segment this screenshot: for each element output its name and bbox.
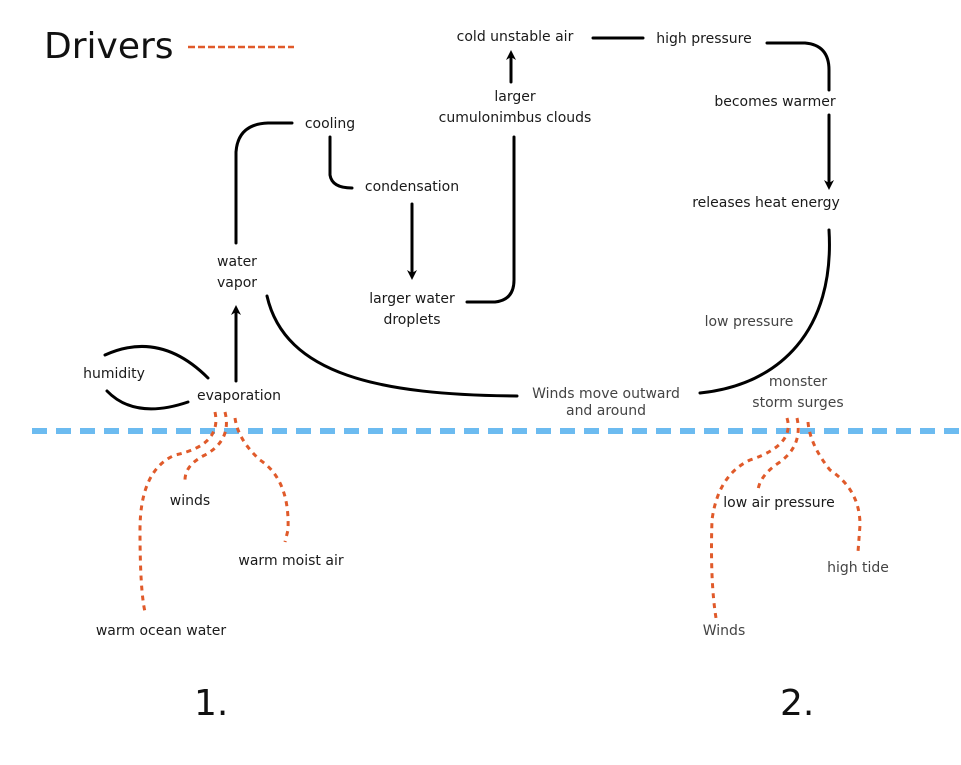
node-becomes-warmer: becomes warmer: [714, 94, 836, 110]
node-humidity: humidity: [83, 366, 145, 382]
node-releases-heat-energy: releases heat energy: [692, 195, 840, 211]
node-larger-water-droplets-line1: larger water: [369, 291, 455, 307]
node-cooling: cooling: [304, 116, 356, 132]
node-larger-cumulonimbus-clouds-line1: larger: [494, 89, 536, 105]
edge-winds-to-vapor: [265, 294, 519, 398]
driver-label-warm-ocean-water: warm ocean water: [95, 623, 227, 639]
node-monster-storm-surges-line2: storm surges: [752, 395, 844, 411]
driver-line-winds-1: [183, 411, 228, 481]
edge-droplets-to-clouds: [465, 135, 516, 304]
node-evaporation: evaporation: [196, 388, 282, 404]
edge-cooling-to-condensation: [328, 135, 354, 190]
driver-label-winds: winds: [169, 493, 211, 509]
edge-humidity-bottom: [105, 389, 190, 411]
node-condensation: condensation: [364, 179, 460, 195]
driver-label-warm-moist-air: warm moist air: [238, 553, 344, 569]
node-low-pressure: low pressure: [704, 314, 794, 330]
node-winds-move-outward-line1: Winds move outward: [532, 386, 680, 402]
node-winds-move-outward-line2: and around: [565, 403, 646, 419]
edge-heat-to-winds: [698, 228, 831, 395]
driver-line-high-tide: [806, 421, 862, 553]
node-water-vapor: water vapor: [217, 252, 257, 294]
edge-vapor-to-cooling: [234, 121, 294, 245]
group-number-2: 2.: [780, 683, 815, 724]
edge-high-pressure-to-warmer: [765, 41, 831, 92]
node-monster-storm-surges: monster storm surges: [752, 372, 843, 414]
legend-drivers-title: Drivers: [44, 26, 174, 67]
node-water-vapor-line2: vapor: [216, 275, 258, 291]
driver-line-warm-moist-air: [233, 417, 290, 543]
node-larger-cumulonimbus-clouds: larger cumulonimbus clouds: [439, 87, 592, 129]
driver-label-low-air-pressure: low air pressure: [723, 495, 835, 511]
driver-label-high-tide: high tide: [827, 560, 889, 576]
node-larger-water-droplets-line2: droplets: [383, 312, 441, 328]
node-larger-water-droplets: larger water droplets: [369, 289, 455, 331]
node-water-vapor-line1: water: [217, 254, 257, 270]
node-winds-move-outward: Winds move outward and around: [532, 386, 680, 420]
group-number-1: 1.: [194, 683, 229, 724]
node-larger-cumulonimbus-clouds-line2: cumulonimbus clouds: [438, 110, 592, 126]
driver-line-low-air-pressure: [756, 417, 800, 491]
driver-line-winds-2: [710, 417, 790, 619]
edge-humidity-top: [103, 344, 210, 380]
node-monster-storm-surges-line1: monster: [768, 374, 828, 390]
node-cold-unstable-air: cold unstable air: [456, 29, 574, 45]
driver-line-warm-ocean-water: [138, 411, 218, 613]
driver-label-winds-2: Winds: [702, 623, 746, 639]
node-high-pressure: high pressure: [656, 31, 752, 47]
